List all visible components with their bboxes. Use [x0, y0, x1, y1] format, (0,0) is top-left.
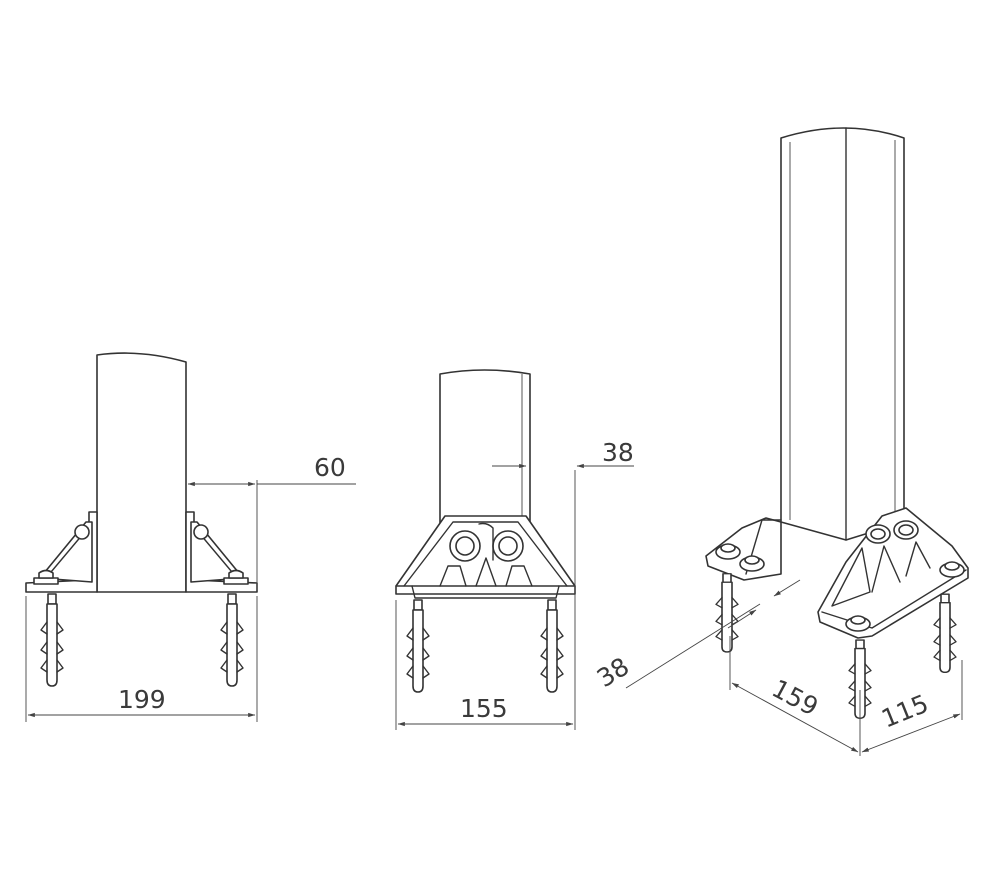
front-tube — [96, 352, 187, 593]
dimension-155 — [395, 470, 576, 730]
iso-view: 38 159 115 — [592, 127, 969, 756]
dimension-60 — [187, 480, 356, 590]
dimension-label-38-side: 38 — [602, 438, 634, 467]
front-view: 199 60 — [25, 352, 356, 722]
dimension-label-60: 60 — [314, 453, 346, 482]
iso-tube — [780, 127, 905, 541]
side-view: 155 38 — [395, 369, 634, 730]
side-tube — [439, 369, 531, 541]
iso-back-plate — [705, 517, 782, 581]
iso-front-plate — [817, 507, 969, 639]
dimension-label-155: 155 — [460, 694, 508, 723]
dimension-label-115: 115 — [877, 689, 932, 734]
front-left-bracket — [25, 511, 98, 593]
front-dowels — [40, 593, 244, 687]
dimension-159 — [729, 636, 861, 756]
dimension-199 — [25, 596, 258, 722]
dimension-115 — [861, 660, 963, 753]
dimension-label-159: 159 — [767, 674, 823, 722]
dimension-label-199: 199 — [118, 685, 166, 714]
side-base — [395, 515, 576, 599]
side-dowels — [406, 599, 564, 693]
dimension-38-iso — [625, 579, 801, 689]
front-right-bracket — [185, 511, 258, 593]
